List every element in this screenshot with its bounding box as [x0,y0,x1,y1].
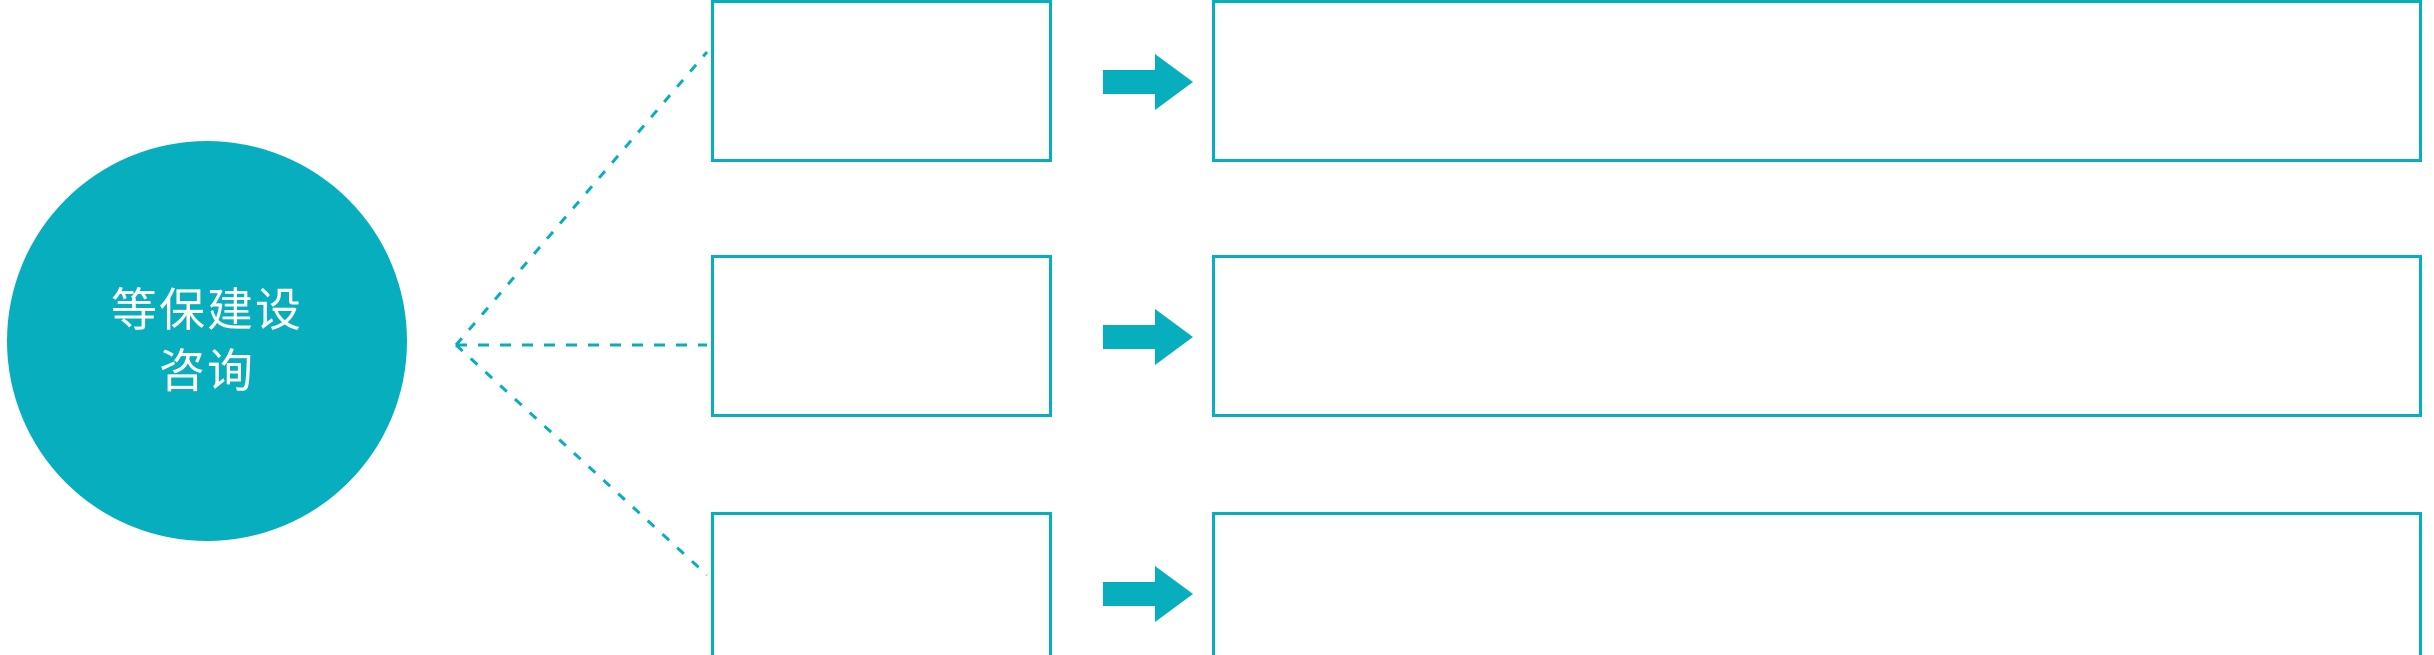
stage-box-3[interactable] [711,512,1052,655]
stage-box-1[interactable] [711,0,1052,162]
flow-row [0,251,2434,421]
hub-label-line-1: 等保建设 [111,284,303,337]
detail-box-3[interactable] [1212,512,2422,655]
right-arrow-icon [1103,566,1193,622]
right-arrow-icon [1103,309,1193,365]
right-arrow-icon [1103,54,1193,110]
detail-box-1[interactable] [1212,0,2422,162]
flow-row [0,0,2434,166]
flow-row [0,508,2434,655]
detail-box-2[interactable] [1212,255,2422,417]
hub-label-line-2: 咨询 [159,345,255,397]
hub-circle[interactable]: 等保建设 咨询 [7,141,407,541]
stage-box-2[interactable] [711,255,1052,417]
